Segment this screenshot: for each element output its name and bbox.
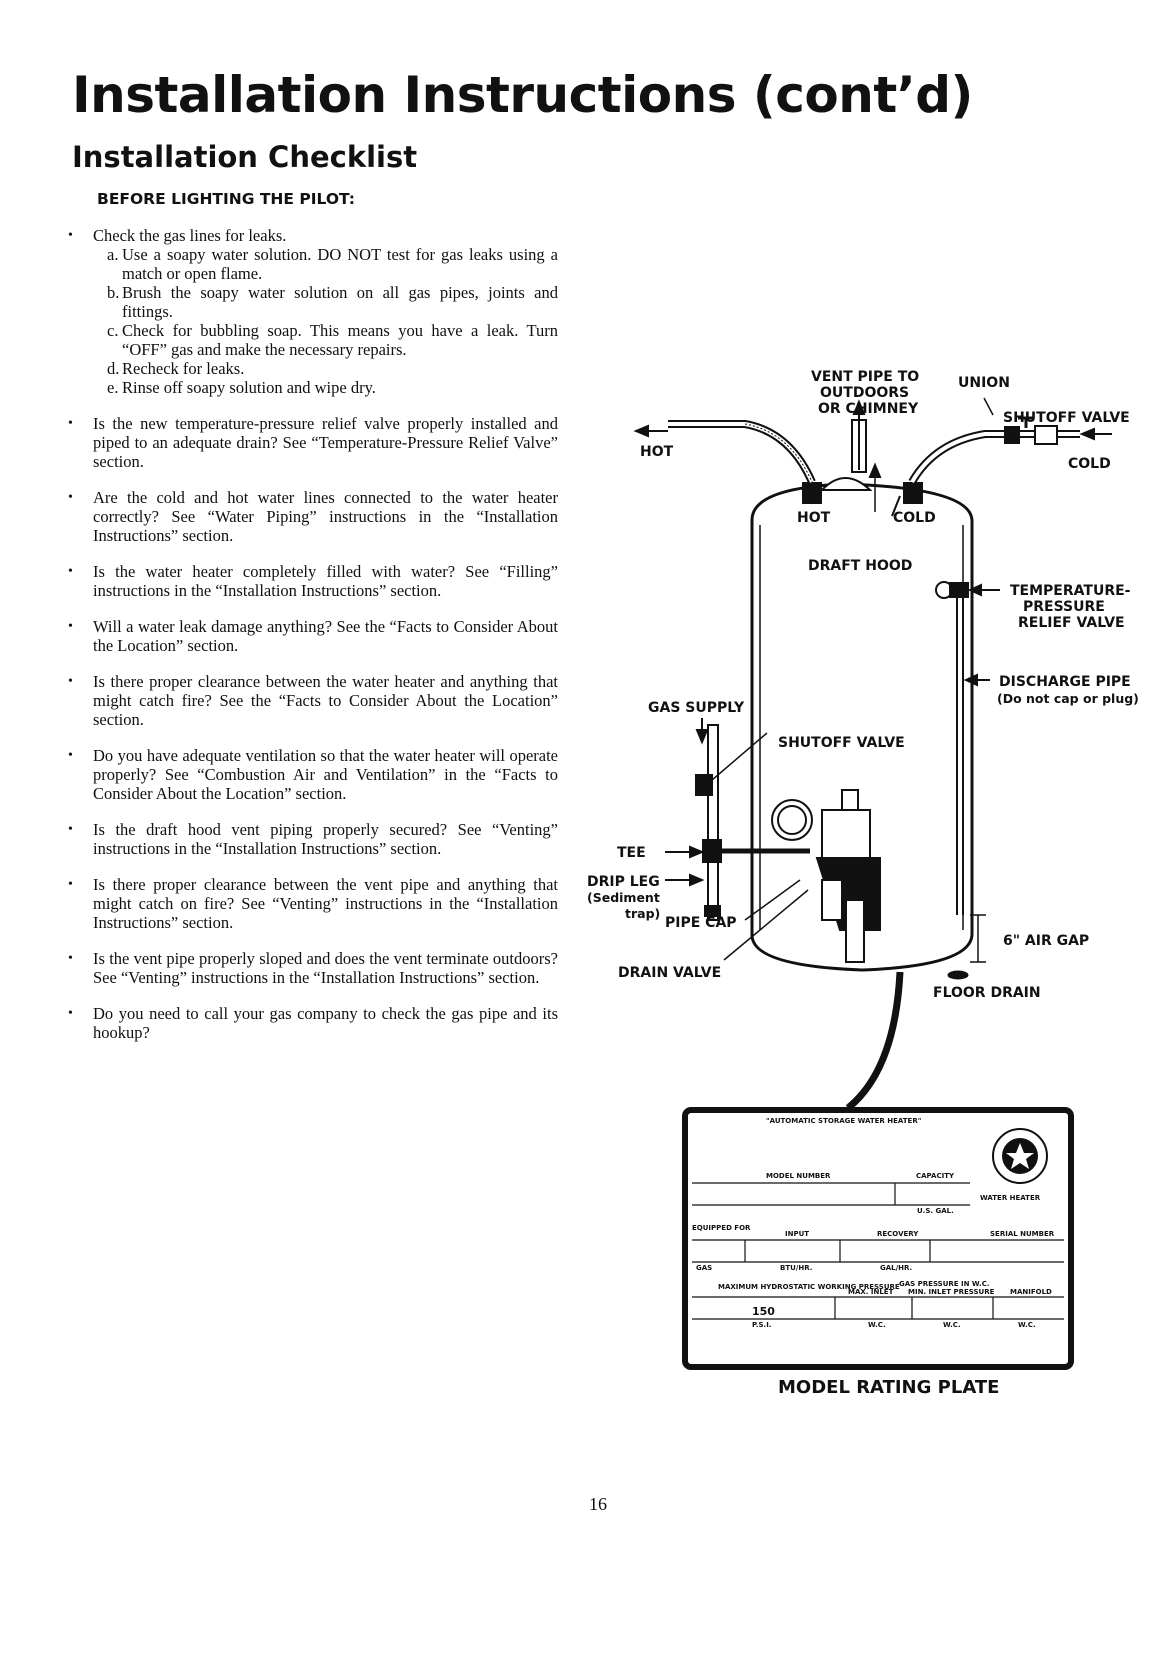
plate-max-hydrostatic: MAXIMUM HYDROSTATIC WORKING PRESSURE <box>718 1283 900 1291</box>
section-title: Installation Checklist <box>72 140 418 174</box>
plate-max-inlet: MAX. INLET <box>848 1288 894 1296</box>
page-number: 16 <box>589 1494 607 1514</box>
cold-water-pipe <box>908 416 1112 485</box>
plate-water-heater: WATER HEATER <box>980 1194 1041 1202</box>
subitem-text: Use a soapy water solution. DO NOT test … <box>122 245 558 283</box>
model-rating-plate: "AUTOMATIC STORAGE WATER HEATER" MODEL N… <box>682 1107 1074 1370</box>
air-gap-label: 6" AIR GAP <box>1003 933 1089 949</box>
section-label: BEFORE LIGHTING THE PILOT: <box>97 190 355 208</box>
draft-hood <box>802 399 923 517</box>
tp-valve-label: PRESSURE <box>1023 599 1105 615</box>
checklist-item: Are the cold and hot water lines connect… <box>64 488 558 545</box>
floor-drain-label: FLOOR DRAIN <box>933 985 1041 1001</box>
subitem-letter: e. <box>107 378 119 397</box>
plate-wc: W.C. <box>868 1321 886 1329</box>
checklist-subitem: d.Recheck for leaks. <box>107 359 558 378</box>
checklist-item: Is there proper clearance between the wa… <box>64 672 558 729</box>
subitem-text: Brush the soapy water solution on all ga… <box>122 283 558 321</box>
plate-header: "AUTOMATIC STORAGE WATER HEATER" <box>766 1117 921 1125</box>
checklist: Check the gas lines for leaks. a.Use a s… <box>64 226 558 1059</box>
subitem-text: Recheck for leaks. <box>122 359 245 378</box>
hot-outlet-label: HOT <box>640 444 674 460</box>
plate-gas: GAS <box>696 1264 712 1272</box>
drain-valve-label: DRAIN VALVE <box>618 965 721 981</box>
plate-pressure-value: 150 <box>752 1305 775 1318</box>
cold-inlet-label: COLD <box>1068 456 1111 472</box>
plate-capacity: CAPACITY <box>916 1172 955 1180</box>
pipe-cap-label: PIPE CAP <box>665 915 737 931</box>
tp-valve-label: RELIEF VALVE <box>1018 615 1125 631</box>
checklist-subitem: a.Use a soapy water solution. DO NOT tes… <box>107 245 558 283</box>
hot-water-pipe <box>633 420 816 484</box>
plate-min-inlet: MIN. INLET PRESSURE <box>908 1288 995 1296</box>
certification-seal-icon <box>992 1128 1048 1184</box>
discharge-note-label: (Do not cap or plug) <box>997 691 1139 706</box>
checklist-item: Do you have adequate ventilation so that… <box>64 746 558 803</box>
plate-gas-pressure: GAS PRESSURE IN W.C. <box>899 1280 990 1288</box>
checklist-sublist: a.Use a soapy water solution. DO NOT tes… <box>93 245 558 397</box>
checklist-item: Check the gas lines for leaks. a.Use a s… <box>64 226 558 397</box>
shutoff-valve-label: SHUTOFF VALVE <box>1003 410 1130 426</box>
subitem-letter: d. <box>107 359 120 378</box>
checklist-item: Do you need to call your gas company to … <box>64 1004 558 1042</box>
vent-pipe-label: VENT PIPE TO <box>811 369 919 385</box>
vent-pipe-label: OR CHIMNEY <box>818 401 919 417</box>
plate-model-number: MODEL NUMBER <box>766 1172 831 1180</box>
plate-wc: W.C. <box>943 1321 961 1329</box>
subitem-text: Check for bubbling soap. This means you … <box>122 321 558 359</box>
plate-gal-hr: GAL/HR. <box>880 1264 912 1272</box>
gas-shutoff-valve-label: SHUTOFF VALVE <box>778 735 905 751</box>
drip-leg-note: (Sediment <box>587 890 660 905</box>
plate-manifold: MANIFOLD <box>1010 1288 1052 1296</box>
plate-psi: P.S.I. <box>752 1321 771 1329</box>
plate-equipped-for: EQUIPPED FOR <box>692 1224 751 1232</box>
page-title: Installation Instructions (cont’d) <box>72 66 973 124</box>
plate-btu-hr: BTU/HR. <box>780 1264 812 1272</box>
discharge-pipe-label: DISCHARGE PIPE <box>999 674 1131 690</box>
checklist-item: Is the water heater completely filled wi… <box>64 562 558 600</box>
gas-piping <box>665 718 810 921</box>
subitem-text: Rinse off soapy solution and wipe dry. <box>122 378 376 397</box>
checklist-item: Is the draft hood vent piping properly s… <box>64 820 558 858</box>
subitem-letter: b. <box>107 283 120 302</box>
checklist-subitem: b.Brush the soapy water solution on all … <box>107 283 558 321</box>
plate-input: INPUT <box>785 1230 809 1238</box>
drip-leg-note: trap) <box>625 906 660 921</box>
checklist-subitem: c.Check for bubbling soap. This means yo… <box>107 321 558 359</box>
subitem-letter: a. <box>107 245 119 264</box>
tee-label: TEE <box>617 845 646 861</box>
discharge-to-floor <box>845 914 986 1111</box>
checklist-item: Is there proper clearance between the ve… <box>64 875 558 932</box>
rating-plate-caption: MODEL RATING PLATE <box>778 1377 999 1398</box>
gas-control-valve <box>723 789 881 963</box>
checklist-item: Is the vent pipe properly sloped and doe… <box>64 949 558 987</box>
tank-hot-label: HOT <box>797 510 831 526</box>
tank-cold-label: COLD <box>893 510 936 526</box>
plate-us-gal: U.S. GAL. <box>917 1207 954 1215</box>
checklist-item: Will a water leak damage anything? See t… <box>64 617 558 655</box>
drip-leg-label: DRIP LEG <box>587 874 660 890</box>
checklist-subitem: e.Rinse off soapy solution and wipe dry. <box>107 378 558 397</box>
relief-valve <box>935 581 1000 915</box>
union-label: UNION <box>958 375 1010 391</box>
plate-wc: W.C. <box>1018 1321 1036 1329</box>
tp-valve-label: TEMPERATURE- <box>1010 583 1131 599</box>
checklist-item-text: Check the gas lines for leaks. <box>93 226 287 245</box>
draft-hood-label: DRAFT HOOD <box>808 558 912 574</box>
subitem-letter: c. <box>107 321 119 340</box>
gas-supply-label: GAS SUPPLY <box>648 700 745 716</box>
plate-serial-number: SERIAL NUMBER <box>990 1230 1055 1238</box>
vent-pipe-label: OUTDOORS <box>820 385 909 401</box>
checklist-item: Is the new temperature-pressure relief v… <box>64 414 558 471</box>
plate-recovery: RECOVERY <box>877 1230 919 1238</box>
